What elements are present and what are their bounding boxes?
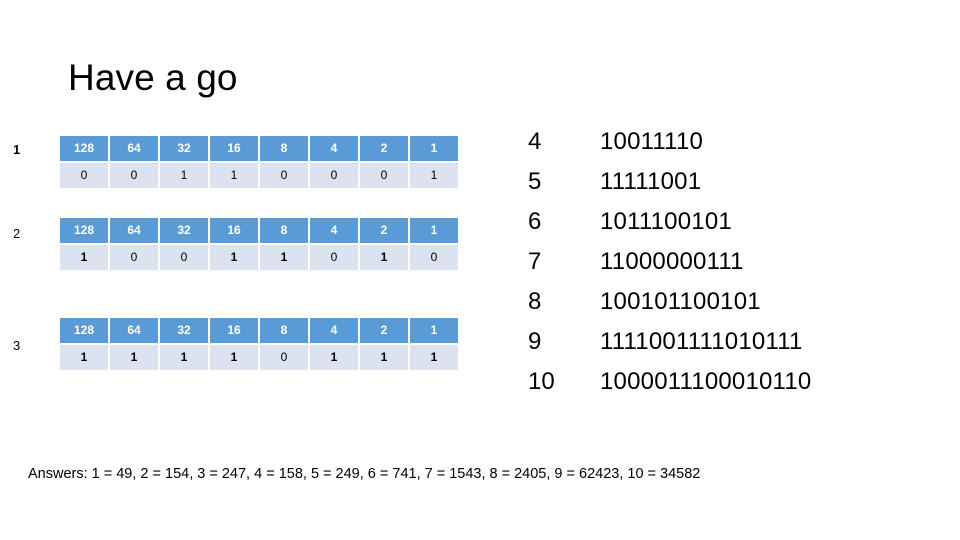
place-value-cell: 32 (160, 218, 208, 243)
list-item: 5 11111001 (520, 162, 940, 202)
row-label-2: 2 (13, 226, 21, 241)
table-row: 128 64 32 16 8 4 2 1 1 1 1 1 0 1 1 (58, 316, 460, 372)
bit-cell: 1 (310, 345, 358, 370)
bit-cell: 0 (260, 345, 308, 370)
bit-cell: 1 (60, 345, 108, 370)
list-item-number: 6 (528, 208, 542, 235)
bit-cell: 1 (60, 245, 108, 270)
place-value-cell: 64 (110, 218, 158, 243)
answers-text: Answers: 1 = 49, 2 = 154, 3 = 247, 4 = 1… (28, 466, 701, 482)
place-value-cell: 32 (160, 136, 208, 161)
place-value-cell: 64 (110, 136, 158, 161)
place-value-cell: 128 (60, 136, 108, 161)
row-label-1: 1 (13, 142, 21, 157)
place-value-cell: 2 (360, 218, 408, 243)
table-data-row: 0 0 1 1 0 0 0 1 (60, 163, 458, 188)
place-value-cell: 4 (310, 136, 358, 161)
list-item-number: 4 (528, 128, 542, 155)
place-value-cell: 8 (260, 318, 308, 343)
table-row: 128 64 32 16 8 4 2 1 0 0 1 1 0 0 0 (58, 134, 460, 190)
place-value-cell: 16 (210, 136, 258, 161)
list-item: 7 11000000111 (520, 242, 940, 282)
list-item-number: 9 (528, 328, 542, 355)
bit-cell: 1 (410, 163, 458, 188)
list-item: 6 1011100101 (520, 202, 940, 242)
bit-cell: 0 (310, 245, 358, 270)
place-value-cell: 32 (160, 318, 208, 343)
place-value-cell: 2 (360, 318, 408, 343)
bit-cell: 0 (260, 163, 308, 188)
bit-cell: 1 (210, 245, 258, 270)
list-item-bits: 1111001111010111 (600, 328, 803, 355)
binary-list: 4 10011110 5 11111001 6 1011100101 7 110… (520, 122, 940, 402)
bit-cell: 1 (210, 345, 258, 370)
bit-cell: 0 (160, 245, 208, 270)
list-item: 9 1111001111010111 (520, 322, 940, 362)
table-data-row: 1 0 0 1 1 0 1 0 (60, 245, 458, 270)
place-value-cell: 2 (360, 136, 408, 161)
binary-table-3: 128 64 32 16 8 4 2 1 1 1 1 1 0 1 1 (58, 316, 458, 372)
bit-cell: 1 (360, 345, 408, 370)
place-value-cell: 1 (410, 136, 458, 161)
bit-cell: 0 (310, 163, 358, 188)
table-row: 128 64 32 16 8 4 2 1 1 0 0 1 1 0 1 (58, 216, 460, 272)
bit-cell: 0 (60, 163, 108, 188)
bit-cell: 1 (410, 345, 458, 370)
table-header-row: 128 64 32 16 8 4 2 1 (60, 136, 458, 161)
place-value-cell: 8 (260, 218, 308, 243)
bit-cell: 0 (110, 245, 158, 270)
place-value-cell: 4 (310, 318, 358, 343)
list-item-bits: 10011110 (600, 128, 704, 155)
binary-table-2: 128 64 32 16 8 4 2 1 1 0 0 1 1 0 1 (58, 216, 458, 272)
list-item-number: 8 (528, 288, 542, 315)
bit-cell: 1 (210, 163, 258, 188)
place-value-cell: 64 (110, 318, 158, 343)
place-value-cell: 1 (410, 218, 458, 243)
list-item-bits: 100101100101 (600, 288, 761, 315)
list-item-bits: 1000011100010110 (600, 368, 812, 395)
table-data-row: 1 1 1 1 0 1 1 1 (60, 345, 458, 370)
list-item-bits: 11000000111 (600, 248, 744, 275)
place-value-cell: 16 (210, 318, 258, 343)
binary-table-1: 128 64 32 16 8 4 2 1 0 0 1 1 0 0 0 (58, 134, 458, 190)
place-value-cell: 128 (60, 318, 108, 343)
place-value-cell: 4 (310, 218, 358, 243)
bit-cell: 1 (160, 163, 208, 188)
table-header-row: 128 64 32 16 8 4 2 1 (60, 218, 458, 243)
place-value-cell: 16 (210, 218, 258, 243)
bit-cell: 1 (360, 245, 408, 270)
exercise-tables-area: 1 128 64 32 16 8 4 2 1 0 0 1 1 (0, 0, 500, 420)
page-title: Have a go (68, 57, 238, 98)
bit-cell: 0 (360, 163, 408, 188)
bit-cell: 0 (110, 163, 158, 188)
place-value-cell: 128 (60, 218, 108, 243)
bit-cell: 1 (260, 245, 308, 270)
list-item-number: 10 (528, 368, 555, 395)
row-label-3: 3 (13, 338, 21, 353)
list-item-number: 7 (528, 248, 542, 275)
bit-cell: 0 (410, 245, 458, 270)
list-item-bits: 11111001 (600, 168, 702, 195)
list-item-bits: 1011100101 (600, 208, 732, 235)
place-value-cell: 8 (260, 136, 308, 161)
list-item-number: 5 (528, 168, 542, 195)
list-item: 10 1000011100010110 (520, 362, 940, 402)
list-item: 4 10011110 (520, 122, 940, 162)
bit-cell: 1 (110, 345, 158, 370)
list-item: 8 100101100101 (520, 282, 940, 322)
place-value-cell: 1 (410, 318, 458, 343)
table-header-row: 128 64 32 16 8 4 2 1 (60, 318, 458, 343)
bit-cell: 1 (160, 345, 208, 370)
